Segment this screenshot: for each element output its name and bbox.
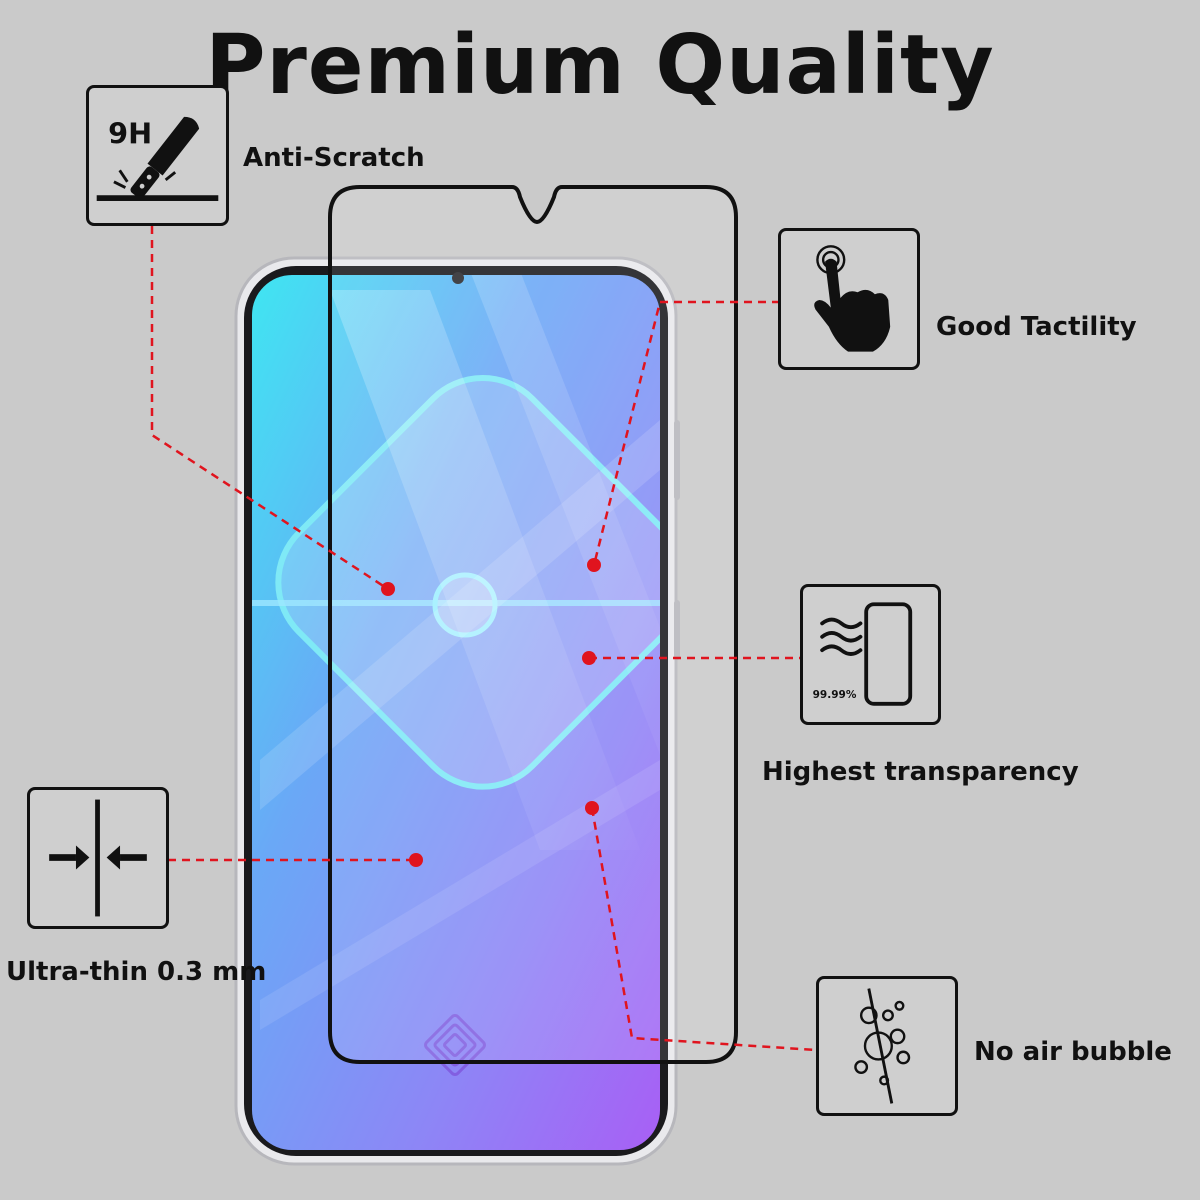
arrows-inward-icon xyxy=(49,799,147,917)
knife-9h-icon: 9H xyxy=(96,117,219,201)
bubbles-icon xyxy=(854,988,911,1104)
ultra-thin-label: Ultra-thin 0.3 mm xyxy=(6,957,267,987)
screen-protector-outline xyxy=(328,185,738,1064)
highest-transparency-box: 99.99% xyxy=(800,584,941,725)
phone-screen xyxy=(252,275,660,1150)
anti-scratch-label: Anti-Scratch xyxy=(243,143,425,173)
good-tactility-box xyxy=(778,228,920,370)
svg-text:9H: 9H xyxy=(108,117,152,151)
highest-transparency-label: Highest transparency xyxy=(762,757,1079,787)
page-title: Premium Quality xyxy=(205,18,995,113)
no-air-bubble-box xyxy=(816,976,958,1116)
callout-dots xyxy=(381,558,601,867)
transparency-waves-icon: 99.99% xyxy=(813,602,913,706)
anti-scratch-box: 9H xyxy=(86,85,229,226)
good-tactility-label: Good Tactility xyxy=(936,312,1137,342)
ultra-thin-box xyxy=(27,787,169,929)
svg-text:99.99%: 99.99% xyxy=(813,689,857,701)
touch-finger-icon xyxy=(814,245,891,352)
no-air-bubble-label: No air bubble xyxy=(974,1037,1172,1067)
callout-lines xyxy=(150,226,817,1052)
